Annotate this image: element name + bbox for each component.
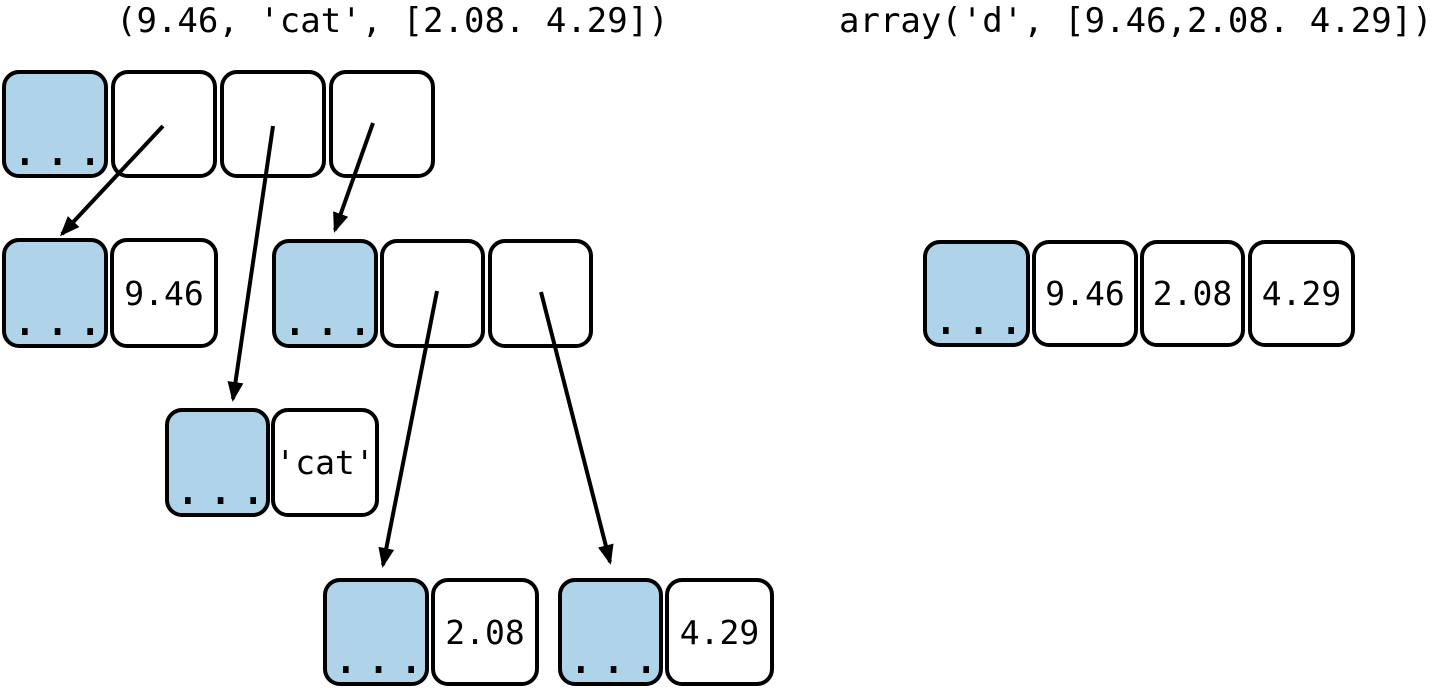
float-9-46-value-cell: 9.46 bbox=[110, 238, 218, 348]
float-9-46-header-cell: ... bbox=[2, 238, 108, 348]
float-9-46-value: 9.46 bbox=[124, 273, 204, 313]
tuple-repr-title: (9.46, 'cat', [2.08. 4.29]) bbox=[116, 1, 669, 41]
ellipsis: ... bbox=[332, 630, 431, 684]
tuple-item-1-cell bbox=[220, 70, 326, 178]
array-value-2: 4.29 bbox=[1261, 274, 1342, 313]
list-item-0-cell bbox=[380, 239, 485, 348]
tuple-item-2-cell bbox=[329, 70, 435, 178]
float-4-29-value: 4.29 bbox=[679, 612, 760, 652]
array-value-2-cell: 4.29 bbox=[1248, 240, 1355, 347]
list-item-1-cell bbox=[488, 239, 593, 348]
tuple-object-header-cell: ... bbox=[2, 70, 108, 178]
ellipsis: ... bbox=[932, 291, 1031, 345]
array-object-header-cell: ... bbox=[923, 240, 1030, 347]
float-2-08-header-cell: ... bbox=[323, 578, 429, 686]
str-cat-value-cell: 'cat' bbox=[271, 408, 379, 517]
str-cat-value: 'cat' bbox=[275, 443, 375, 482]
list-object-header-cell: ... bbox=[272, 239, 378, 348]
str-cat-header-cell: ... bbox=[165, 408, 270, 517]
array-value-1-cell: 2.08 bbox=[1140, 240, 1245, 347]
float-2-08-value: 2.08 bbox=[445, 612, 525, 652]
ellipsis: ... bbox=[281, 292, 380, 346]
ellipsis: ... bbox=[174, 461, 273, 515]
ellipsis: ... bbox=[11, 122, 110, 176]
float-4-29-header-cell: ... bbox=[558, 578, 663, 686]
array-value-0: 9.46 bbox=[1045, 274, 1125, 313]
ellipsis: ... bbox=[567, 630, 666, 684]
ellipsis: ... bbox=[11, 292, 110, 346]
tuple-item-0-cell bbox=[111, 70, 217, 178]
array-repr-title: array('d', [9.46,2.08. 4.29]) bbox=[839, 1, 1433, 41]
float-2-08-value-cell: 2.08 bbox=[431, 578, 539, 686]
float-4-29-value-cell: 4.29 bbox=[665, 578, 774, 686]
array-value-0-cell: 9.46 bbox=[1032, 240, 1138, 347]
array-value-1: 2.08 bbox=[1152, 274, 1233, 313]
